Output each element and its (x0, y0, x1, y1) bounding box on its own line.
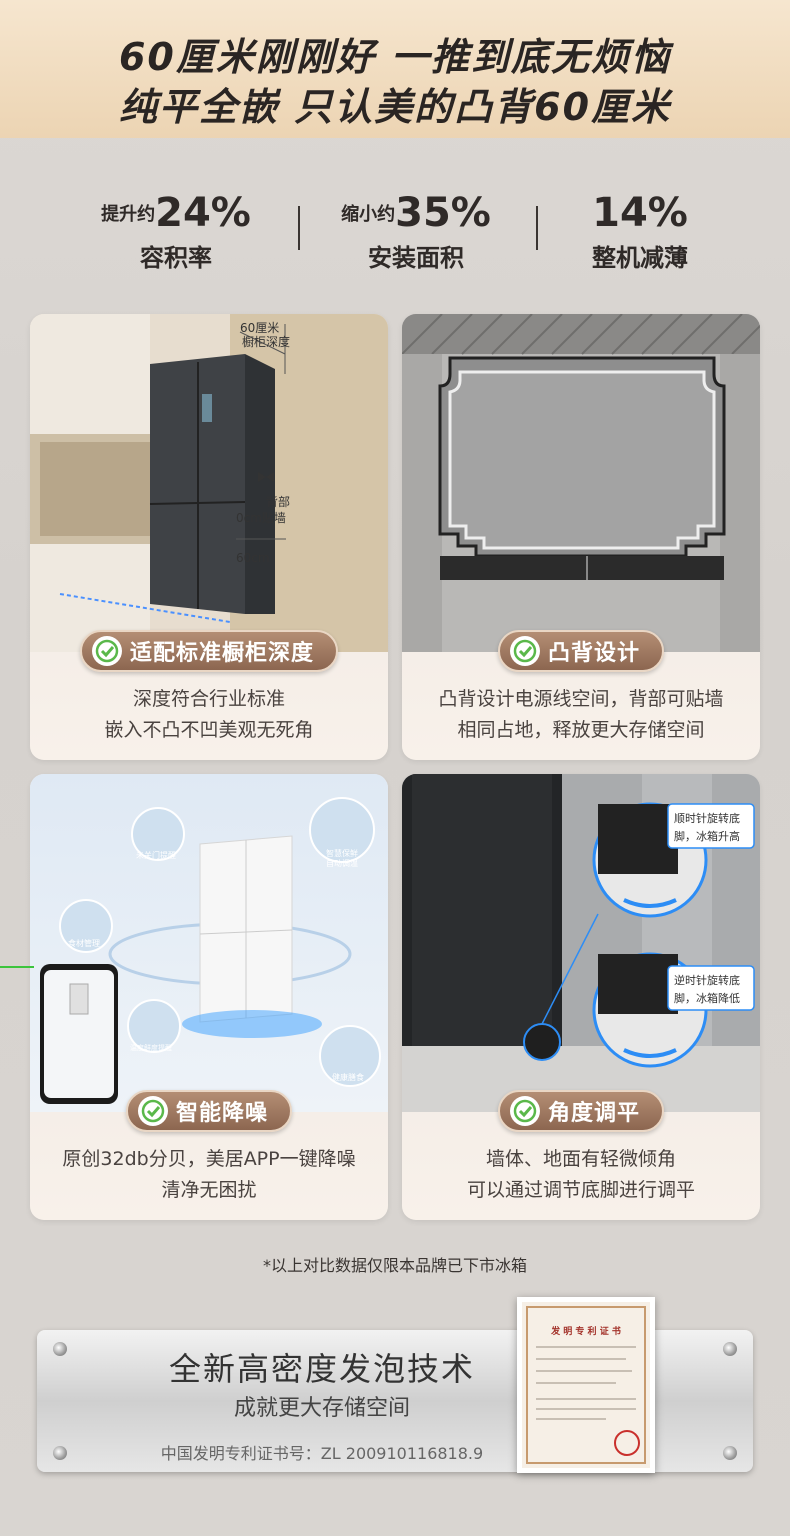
badge-text: 适配标准橱柜深度 (129, 641, 315, 666)
plate-subtitle: 成就更大存储空间 (233, 1396, 410, 1421)
convex-back-diagram (402, 314, 760, 652)
check-icon (137, 1096, 168, 1126)
desc-line: 深度符合行业标准 (132, 688, 285, 710)
label-back: 背部 (266, 494, 290, 509)
screw-icon (53, 1342, 67, 1356)
feature-card-noise: 未关门提醒 智慧保鲜 自动调温 食材管理 温度鲜度提醒 健康膳食 智能降噪 原创… (30, 774, 388, 1220)
label-healthy-diet: 健康膳食 (332, 1072, 364, 1082)
feature-card-convex-back: 凸背设计 凸背设计电源线空间，背部可贴墙 相同占地，释放更大存储空间 (402, 314, 760, 760)
check-icon (509, 636, 540, 666)
plate-title: 全新高密度发泡技术 (168, 1350, 475, 1388)
label-depth: 60厘米 (240, 321, 279, 335)
feature-badge: 适配标准橱柜深度 (79, 630, 339, 672)
header-banner: 60厘米刚刚好 一推到底无烦恼 纯平全嵌 只认美的凸背60厘米 (0, 0, 790, 138)
check-icon (91, 636, 122, 666)
label-cw-2: 脚，冰箱升高 (674, 829, 740, 843)
stat-prefix: 提升约 (101, 204, 156, 225)
kitchen-fridge-image: 60厘米 橱柜深度 背部 0cm贴墙 60cm (30, 314, 388, 652)
feature-badge: 角度调平 (497, 1090, 665, 1132)
label-door-alert: 未关门提醒 (136, 850, 176, 860)
desc-line: 可以通过调节底脚进行调平 (466, 1179, 695, 1201)
stat-capacity: 提升约24% 容积率 (96, 190, 256, 273)
patent-certificate-image: 发 明 专 利 证 书 (517, 1297, 655, 1473)
stat-value: 14% (592, 190, 688, 236)
desc-line: 墙体、地面有轻微倾角 (485, 1148, 676, 1170)
stat-label: 安装面积 (368, 244, 464, 272)
desc-line: 嵌入不凸不凹美观无死角 (104, 719, 314, 741)
feature-card-leveling: 顺时针旋转底 脚，冰箱升高 逆时针旋转底 脚，冰箱降低 角度调平 墙体、地面有轻… (402, 774, 760, 1220)
stat-divider (298, 206, 300, 250)
stat-value: 35% (395, 190, 491, 236)
header-line-1: 60厘米刚刚好 一推到底无烦恼 (118, 35, 672, 79)
label-food-manage: 食材管理 (68, 938, 100, 948)
desc-line: 清净无困扰 (161, 1179, 257, 1201)
feature-description: 深度符合行业标准 嵌入不凸不凹美观无死角 (30, 684, 388, 746)
label-60cm: 60cm (236, 551, 270, 565)
desc-line: 凸背设计电源线空间，背部可贴墙 (438, 688, 724, 710)
check-icon (509, 1096, 540, 1126)
stat-prefix: 缩小约 (341, 204, 396, 225)
seal-icon (614, 1430, 640, 1456)
badge-text: 角度调平 (547, 1101, 641, 1126)
badge-text: 凸背设计 (547, 641, 641, 666)
screw-icon (53, 1446, 67, 1460)
badge-text: 智能降噪 (175, 1101, 269, 1126)
footnote: *以上对比数据仅限本品牌已下市冰箱 (262, 1256, 527, 1275)
screw-icon (723, 1342, 737, 1356)
feature-description: 凸背设计电源线空间，背部可贴墙 相同占地，释放更大存储空间 (402, 684, 760, 746)
smart-app-image: 未关门提醒 智慧保鲜 自动调温 食材管理 温度鲜度提醒 健康膳食 (30, 774, 388, 1112)
label-auto-temp: 自动调温 (326, 858, 358, 868)
stat-label: 整机减薄 (592, 244, 688, 272)
label-cabinet-depth: 橱柜深度 (242, 334, 290, 349)
patent-number: 中国发明专利证书号：ZL 200910116818.9 (160, 1444, 484, 1463)
stat-label: 容积率 (140, 244, 212, 272)
feature-card-depth: 60厘米 橱柜深度 背部 0cm贴墙 60cm 适配标准橱柜深度 深度符合行业标… (30, 314, 388, 760)
stat-area: 缩小约35% 安装面积 (336, 190, 496, 273)
feature-description: 墙体、地面有轻微倾角 可以通过调节底脚进行调平 (402, 1144, 760, 1206)
desc-line: 原创32db分贝，美居APP一键降噪 (62, 1148, 356, 1170)
edge-mark (0, 966, 34, 968)
feature-badge: 凸背设计 (497, 630, 665, 672)
feature-description: 原创32db分贝，美居APP一键降噪 清净无困扰 (30, 1144, 388, 1206)
screw-icon (723, 1446, 737, 1460)
certificate-title: 发 明 专 利 证 书 (551, 1327, 621, 1337)
label-cw-1: 顺时针旋转底 (674, 811, 740, 825)
header-line-2: 纯平全嵌 只认美的凸背60厘米 (118, 85, 672, 129)
label-smart-fresh: 智慧保鲜 (326, 848, 358, 858)
stat-thinner: 14% 整机减薄 (560, 190, 720, 273)
stats-row: 提升约24% 容积率 缩小约35% 安装面积 14% 整机减薄 (0, 190, 790, 290)
leveling-feet-image: 顺时针旋转底 脚，冰箱升高 逆时针旋转底 脚，冰箱降低 (402, 774, 760, 1112)
stat-divider (536, 206, 538, 250)
stat-value: 24% (155, 190, 251, 236)
feature-badge: 智能降噪 (125, 1090, 293, 1132)
label-ccw-2: 脚，冰箱降低 (674, 991, 740, 1005)
label-temp-alert: 温度鲜度提醒 (130, 1043, 172, 1052)
label-back-wall: 0cm贴墙 (236, 511, 286, 525)
desc-line: 相同占地，释放更大存储空间 (457, 719, 705, 741)
label-ccw-1: 逆时针旋转底 (674, 973, 740, 987)
